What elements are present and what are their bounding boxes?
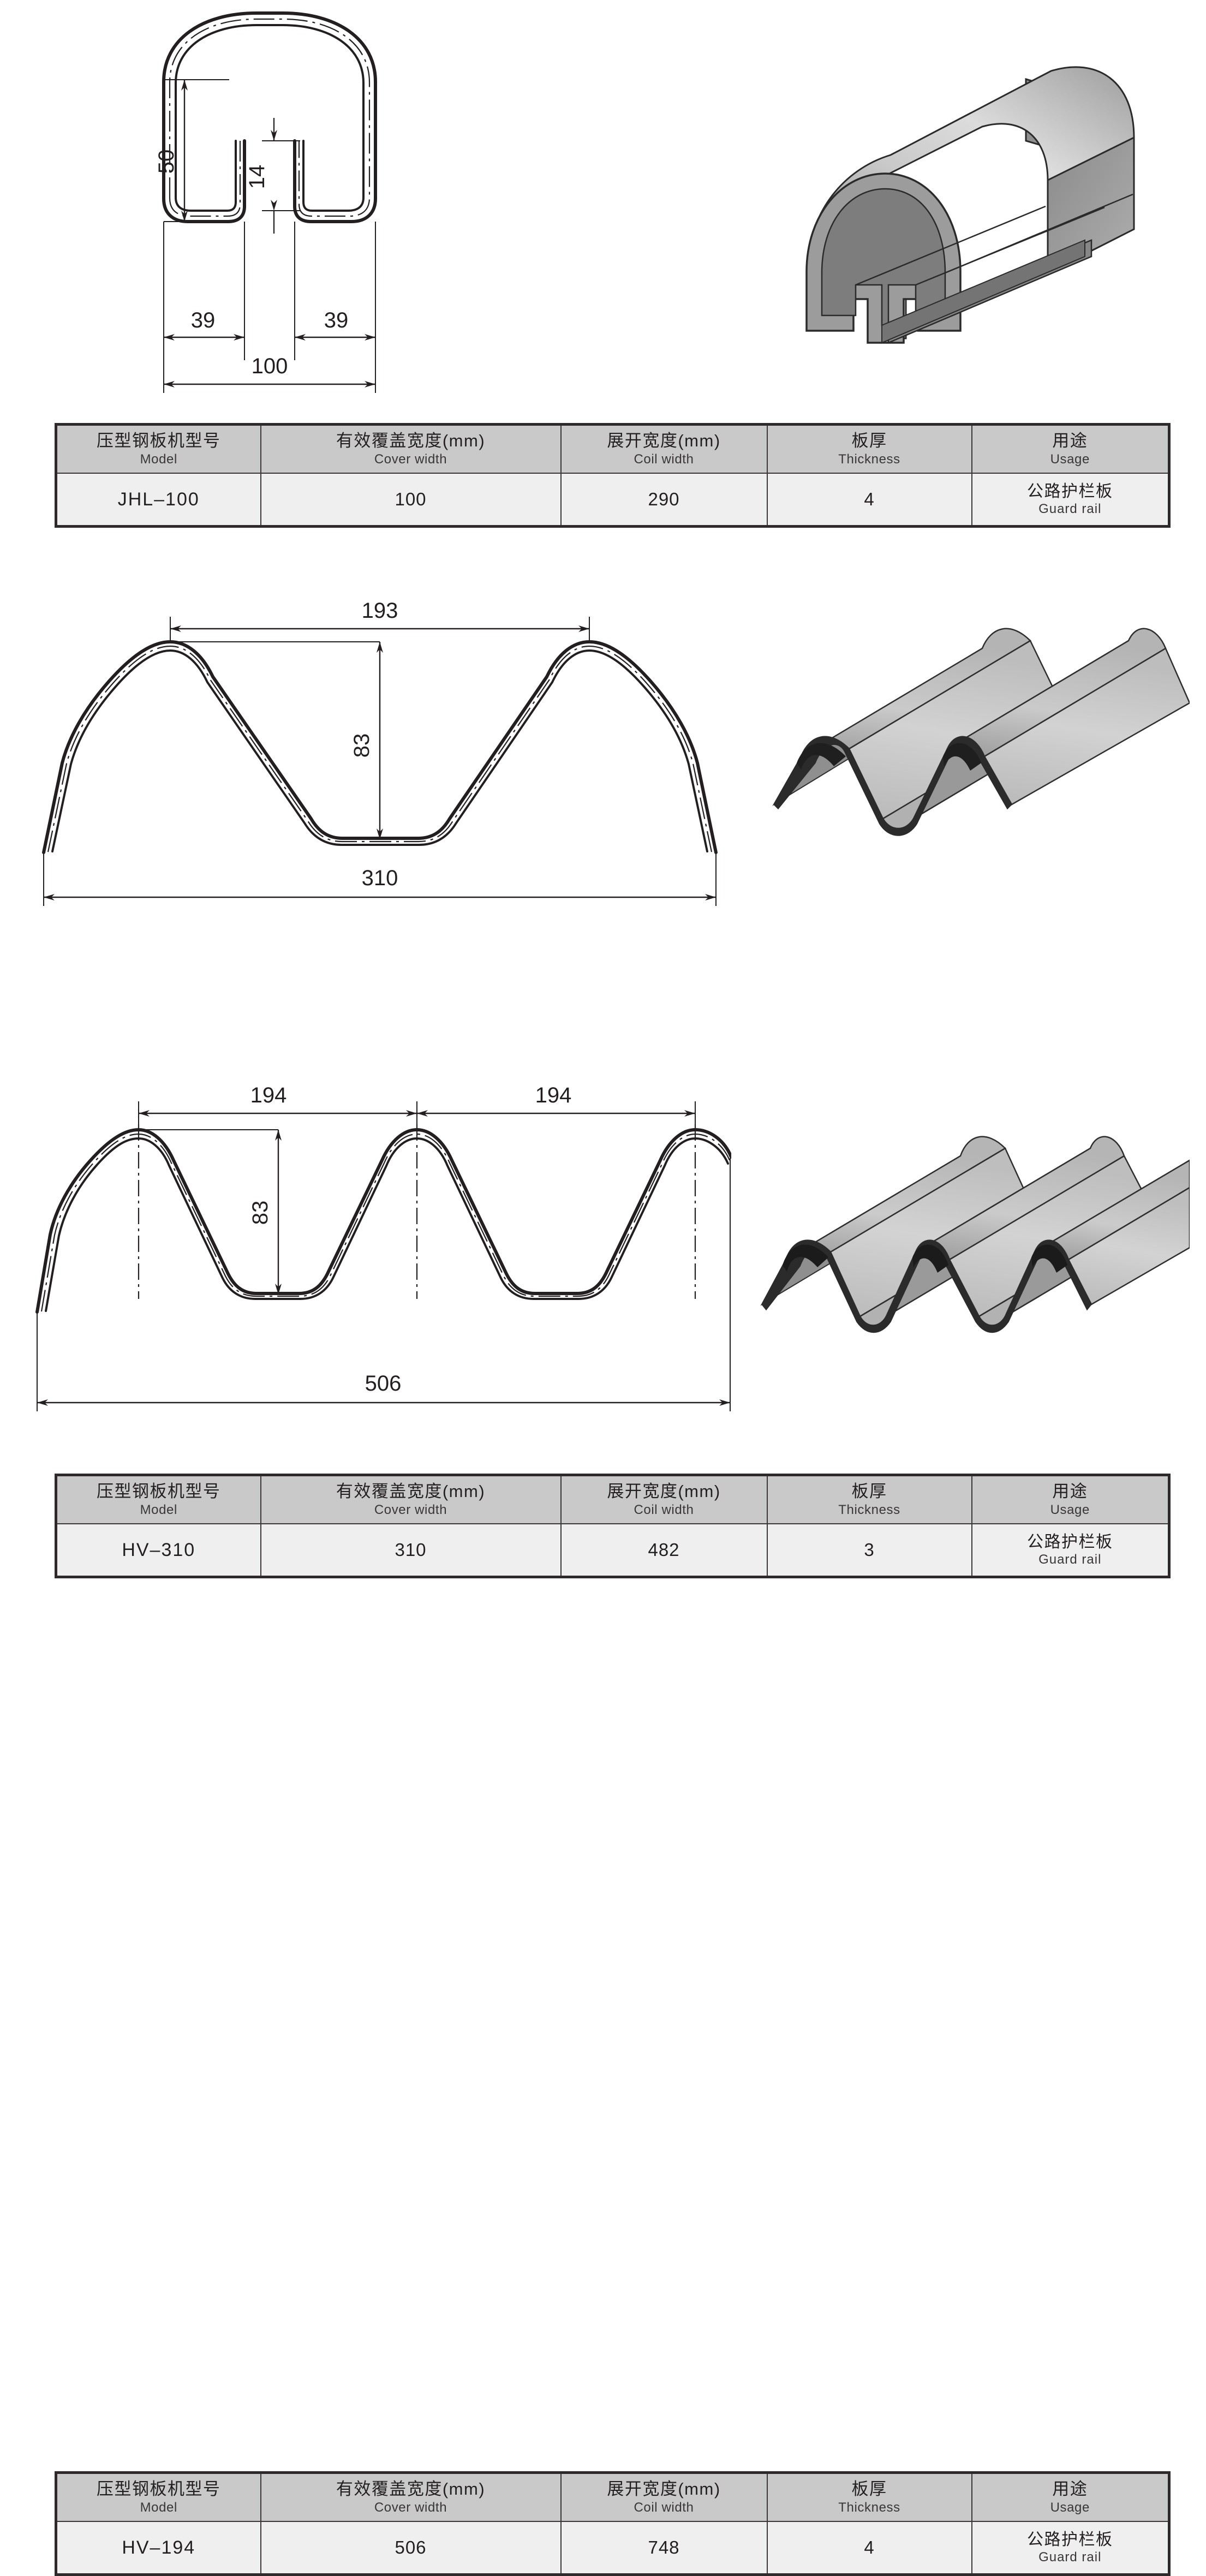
profile-section-jhl-100: 50 14 39 <box>0 0 1206 528</box>
profile-render-hv-194: 194 194 83 <box>27 1042 731 1430</box>
dimension-label-100: 100 <box>252 354 288 378</box>
isometric-render-hv-310 <box>742 546 1190 922</box>
dimension-total-width-310: 310 <box>43 852 717 906</box>
dimension-peak-spacing-193: 193 <box>170 599 590 642</box>
cross-section-drawing-jhl-100: 50 14 39 <box>27 0 731 415</box>
header-coil-width: 展开宽度(mm) Coil width <box>560 2472 768 2522</box>
table-row: HV–194 506 748 4 公路护栏板 Guard rail <box>55 2521 1170 2575</box>
dimension-peak-spacing-194-right: 194 <box>417 1083 696 1130</box>
header-thickness: 板厚 Thickness <box>766 424 972 474</box>
dimension-total-width-100: 100 <box>163 337 376 393</box>
crest-centerlines <box>138 1124 696 1299</box>
dimension-total-width-506: 506 <box>37 1158 731 1411</box>
header-coil-cn: 展开宽度(mm) <box>607 431 721 451</box>
isometric-render-hv-194 <box>742 1042 1190 1430</box>
dimension-label-39-left: 39 <box>191 308 216 332</box>
spec-table-jhl-100: 压型钢板机型号 Model 有效覆盖宽度(mm) Cover width 展开宽… <box>55 423 1171 528</box>
spec-table-hv-310: 压型钢板机型号 Model 有效覆盖宽度(mm) Cover width 展开宽… <box>55 1474 1171 1578</box>
cell-cover-width: 310 <box>260 1523 562 1578</box>
render-body-two-wave <box>772 628 1190 836</box>
dimension-wave-depth-83: 83 <box>170 641 409 840</box>
cell-usage: 公路护栏板 Guard rail <box>971 473 1170 527</box>
dimension-label-39-right: 39 <box>324 308 349 332</box>
header-usage: 用途 Usage <box>971 2472 1170 2522</box>
header-usage-cn: 用途 <box>1052 431 1088 451</box>
cell-cover-width: 100 <box>260 473 562 527</box>
profile-final-hv-310: 193 83 310 <box>42 599 718 906</box>
header-usage: 用途 Usage <box>971 1474 1170 1524</box>
cross-section-drawing-hv-310: 193 83 310 <box>27 546 731 922</box>
cell-cover-width: 506 <box>260 2521 562 2575</box>
dimension-wave-depth-83: 83 <box>139 1129 300 1295</box>
dimension-label-83: 83 <box>350 734 374 758</box>
header-cover-cn: 有效覆盖宽度(mm) <box>336 431 486 451</box>
isometric-render-jhl-100 <box>742 0 1190 415</box>
header-coil-width: 展开宽度(mm) Coil width <box>560 1474 768 1524</box>
header-cover-en: Cover width <box>374 451 447 467</box>
header-cover-width: 有效覆盖宽度(mm) Cover width <box>260 424 562 474</box>
cell-model: HV–194 <box>55 2521 261 2575</box>
profile-final-jhl-100: 50 14 39 <box>27 0 731 415</box>
table-header-row: 压型钢板机型号 Model 有效覆盖宽度(mm) Cover width 展开宽… <box>55 2472 1170 2522</box>
cell-model: JHL–100 <box>55 473 261 527</box>
header-thickness-cn: 板厚 <box>851 431 887 451</box>
header-coil-en: Coil width <box>634 451 694 467</box>
header-model-en: Model <box>140 451 177 467</box>
table-header-row: 压型钢板机型号 Model 有效覆盖宽度(mm) Cover width 展开宽… <box>55 1474 1170 1524</box>
cell-usage: 公路护栏板 Guard rail <box>971 2521 1170 2575</box>
cell-coil-width: 482 <box>560 1523 768 1578</box>
header-cover-width: 有效覆盖宽度(mm) Cover width <box>260 2472 562 2522</box>
cell-coil-width: 748 <box>560 2521 768 2575</box>
spec-table-hv-194: 压型钢板机型号 Model 有效覆盖宽度(mm) Cover width 展开宽… <box>55 2471 1171 2576</box>
dimension-label-83: 83 <box>248 1201 272 1225</box>
dimension-lip-14: 14 <box>245 118 300 234</box>
dimension-label-193: 193 <box>362 599 398 623</box>
dimension-label-50: 50 <box>154 150 178 174</box>
header-model: 压型钢板机型号 Model <box>55 424 261 474</box>
profile-section-hv-310: 193 83 310 <box>0 546 1206 1578</box>
cell-coil-width: 290 <box>560 473 768 527</box>
header-model: 压型钢板机型号 Model <box>55 2472 261 2522</box>
dimension-label-14: 14 <box>245 165 269 189</box>
dimension-height-50: 50 <box>154 79 229 222</box>
header-thickness-en: Thickness <box>838 451 900 467</box>
header-thickness: 板厚 Thickness <box>766 2472 972 2522</box>
table-row: HV–310 310 482 3 公路护栏板 Guard rail <box>55 1523 1170 1578</box>
header-model: 压型钢板机型号 Model <box>55 1474 261 1524</box>
profile-section-hv-194: 194 194 83 <box>0 1042 1206 2576</box>
cell-thickness: 4 <box>766 473 972 527</box>
header-thickness: 板厚 Thickness <box>766 1474 972 1524</box>
cross-section-drawing-hv-194: 194 194 83 <box>27 1042 731 1430</box>
header-usage: 用途 Usage <box>971 424 1170 474</box>
render-body-dome-channel <box>805 66 1135 344</box>
cell-thickness: 3 <box>766 1523 972 1578</box>
header-usage-en: Usage <box>1050 451 1090 467</box>
table-header-row: 压型钢板机型号 Model 有效覆盖宽度(mm) Cover width 展开宽… <box>55 424 1170 474</box>
header-cover-width: 有效覆盖宽度(mm) Cover width <box>260 1474 562 1524</box>
dimension-label-310: 310 <box>362 866 398 890</box>
dimension-peak-spacing-194-left: 194 <box>138 1083 417 1130</box>
table-row: JHL–100 100 290 4 公路护栏板 Guard rail <box>55 473 1170 527</box>
dimension-left-flange-39: 39 <box>163 222 245 360</box>
header-model-cn: 压型钢板机型号 <box>97 431 221 451</box>
cell-usage: 公路护栏板 Guard rail <box>971 1523 1170 1578</box>
dimension-right-flange-39: 39 <box>294 222 376 360</box>
render-body-three-wave <box>760 1136 1190 1333</box>
cell-model: HV–310 <box>55 1523 261 1578</box>
dimension-label-194-right: 194 <box>535 1083 572 1107</box>
dimension-label-194-left: 194 <box>250 1083 287 1107</box>
cell-thickness: 4 <box>766 2521 972 2575</box>
dimension-label-506: 506 <box>365 1372 402 1396</box>
header-coil-width: 展开宽度(mm) Coil width <box>560 424 768 474</box>
